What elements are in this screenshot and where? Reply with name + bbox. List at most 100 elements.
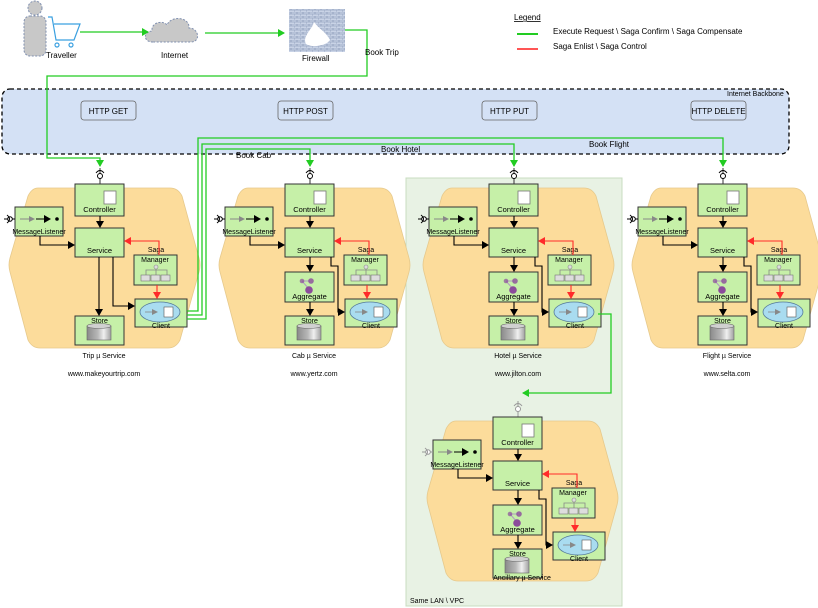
http-method-label: HTTP DELETE (691, 107, 745, 116)
message-listener-component[interactable]: MessageListener (635, 206, 689, 237)
service-name: Flight µ Service (703, 353, 751, 360)
service-label: Service (501, 246, 526, 255)
lan-zone-label: Same LAN \ VPC (410, 598, 464, 605)
internet-label: Internet (161, 51, 189, 60)
http-method-label: HTTP PUT (490, 107, 529, 116)
service-name: Cab µ Service (292, 353, 336, 360)
aggregate-icon (712, 278, 727, 294)
controller-icon (103, 190, 117, 205)
traveller-actor[interactable]: Traveller (23, 0, 81, 60)
endpoint-socket-icon (509, 168, 519, 184)
service-domain-link[interactable]: www.selta.com (703, 371, 751, 378)
endpoint-socket-icon (718, 168, 728, 184)
store-component[interactable]: Store (284, 315, 335, 346)
service-label: Service (87, 246, 112, 255)
saga-flow (124, 237, 161, 299)
database-icon (709, 323, 735, 341)
book-flight-label: Book Flight (589, 140, 630, 149)
store-component[interactable]: Store (492, 548, 543, 579)
message-listener-component[interactable]: MessageListener (12, 206, 66, 237)
internal-flow (453, 216, 549, 316)
service-name: Ancillary µ Service (493, 575, 551, 582)
service-domain-link[interactable]: www.makeyourtrip.com (67, 371, 141, 378)
controller-component[interactable]: Controller (492, 416, 543, 450)
message-listener-component[interactable]: MessageListener (222, 206, 276, 237)
message-listener-component[interactable]: MessageListener (426, 206, 480, 237)
controller-icon (517, 190, 531, 205)
firewall-actor[interactable]: Firewall (289, 9, 345, 63)
aggregate-label: Aggregate (500, 525, 535, 534)
service-component[interactable]: Service (697, 227, 748, 258)
controller-component[interactable]: Controller (488, 183, 539, 217)
service-domain-link[interactable]: www.jilton.com (494, 371, 541, 378)
service-component[interactable]: Service (488, 227, 539, 258)
aggregate-component[interactable]: Aggregate (284, 271, 335, 303)
saga-flow (542, 470, 579, 532)
http-method-http-post[interactable]: HTTP POST (277, 100, 334, 121)
controller-component[interactable]: Controller (74, 183, 125, 217)
service-domain-link[interactable]: www.yertz.com (289, 371, 337, 378)
endpoint-socket-icon (95, 168, 105, 184)
internal-flow (39, 216, 135, 316)
client-component[interactable]: Client (344, 298, 398, 330)
controller-component[interactable]: Controller (697, 183, 748, 217)
internal-flow (457, 449, 553, 549)
saga-label: Saga (358, 247, 374, 254)
legend-item-saga: Saga Enlist \ Saga Control (553, 42, 647, 51)
http-method-http-put[interactable]: HTTP PUT (481, 100, 538, 121)
hierarchy-icon (140, 264, 171, 282)
internet-actor[interactable]: Internet (144, 18, 198, 60)
top-flow (46, 28, 368, 167)
http-method-http-delete[interactable]: HTTP DELETE (690, 100, 747, 121)
database-icon (504, 556, 530, 574)
service-component[interactable]: Service (492, 460, 543, 491)
message-listener-label: MessageListener (430, 462, 484, 469)
saga-label: Saga (771, 247, 787, 254)
saga-label: Saga (566, 480, 582, 487)
client-component[interactable]: Client (552, 531, 606, 563)
message-listener-component[interactable]: MessageListener (430, 439, 484, 470)
book-flight-arrow (187, 137, 727, 312)
shopping-cart-icon (48, 16, 81, 48)
endpoint-socket-icon (513, 401, 523, 417)
client-component[interactable]: Client (757, 298, 811, 330)
service-component[interactable]: Service (284, 227, 335, 258)
store-component[interactable]: Store (74, 315, 125, 346)
legend-title: Legend (514, 13, 541, 22)
message-listener-label: MessageListener (12, 229, 66, 236)
hierarchy-icon (350, 264, 381, 282)
aggregate-component[interactable]: Aggregate (697, 271, 748, 303)
listener-socket-icon (418, 214, 429, 224)
client-component[interactable]: Client (134, 298, 188, 330)
service-label: Service (710, 246, 735, 255)
client-component[interactable]: Client (548, 298, 602, 330)
controller-label: Controller (501, 438, 534, 447)
message-listener-label: MessageListener (426, 229, 480, 236)
controller-label: Controller (293, 205, 326, 214)
message-listener-label: MessageListener (222, 229, 276, 236)
client-label: Client (152, 323, 170, 330)
controller-component[interactable]: Controller (284, 183, 335, 217)
aggregate-icon (507, 511, 522, 527)
aggregate-component[interactable]: Aggregate (488, 271, 539, 303)
database-icon (86, 323, 112, 341)
hierarchy-icon (763, 264, 794, 282)
store-component[interactable]: Store (697, 315, 748, 346)
legend-item-request: Execute Request \ Saga Confirm \ Saga Co… (553, 27, 743, 36)
internal-flow (249, 216, 345, 316)
service-component[interactable]: Service (74, 227, 125, 258)
database-icon (296, 323, 322, 341)
book-flows (187, 137, 727, 397)
cloud-icon (144, 18, 198, 43)
aggregate-component[interactable]: Aggregate (492, 504, 543, 536)
http-method-http-get[interactable]: HTTP GET (80, 100, 137, 121)
store-component[interactable]: Store (488, 315, 539, 346)
